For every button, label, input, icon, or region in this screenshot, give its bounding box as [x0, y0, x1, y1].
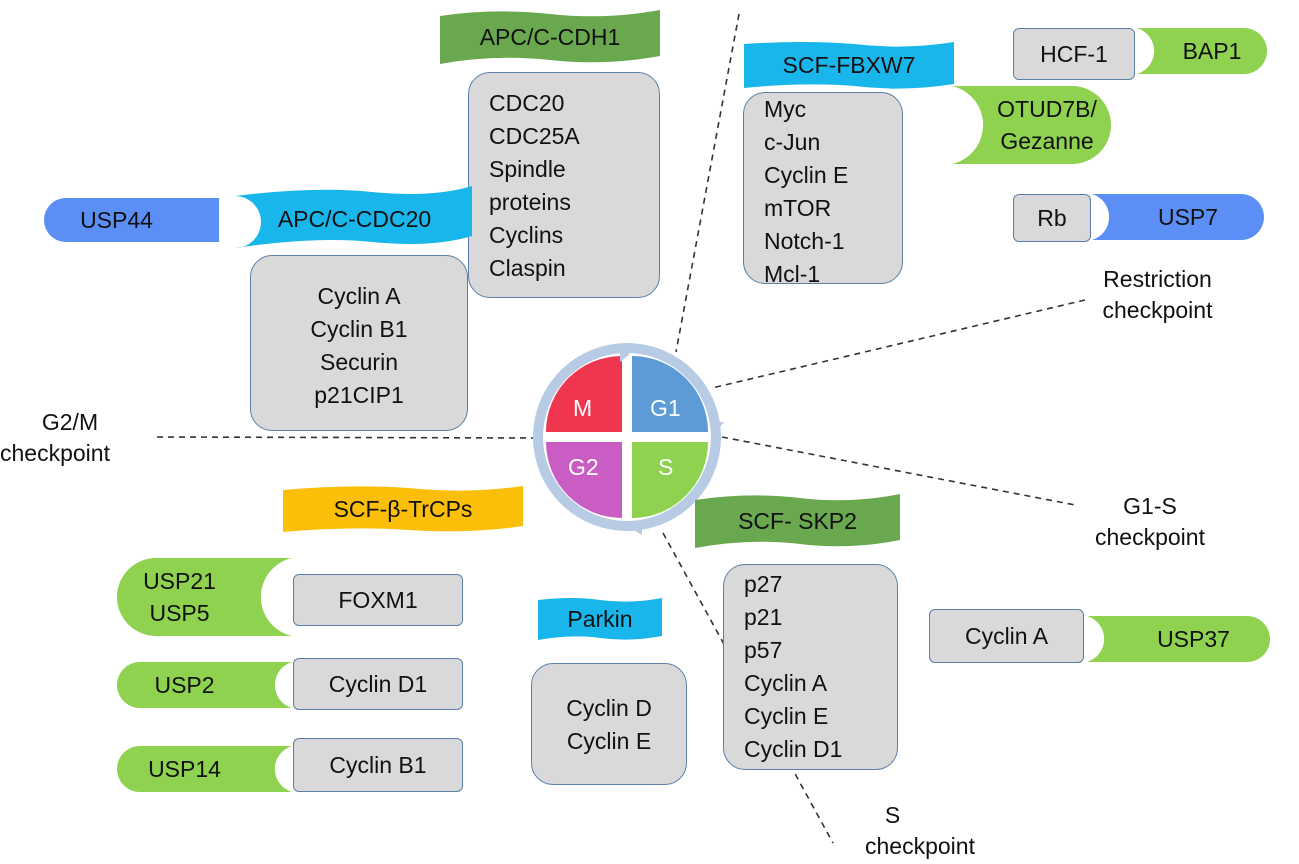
g2m-checkpoint-line [156, 436, 536, 439]
apc-cdh1-ligase-banner: APC/C-CDH1 [440, 8, 660, 66]
apc-cdc20-ligase-banner: APC/C-CDC20 [197, 186, 472, 252]
rb-substrate-box: Rb [1013, 194, 1091, 242]
apc-cdc20-substrate-box: Cyclin A Cyclin B1 Securin p21CIP1 [250, 255, 468, 431]
phase-m-label: M [573, 395, 593, 421]
g2m-checkpoint-label: G2/M checkpoint [0, 409, 110, 466]
apc-cdc20-label: APC/C-CDC20 [277, 205, 432, 232]
usp14-dub: USP14 [117, 746, 292, 792]
s-checkpoint-label: S checkpoint [865, 802, 975, 859]
g1s-checkpoint-line [721, 436, 1076, 506]
cyclin-b1-substrate-box: Cyclin B1 [293, 738, 463, 792]
phase-g1-segment [632, 356, 708, 432]
phase-m-segment [546, 356, 622, 432]
usp7-label: USP7 [1157, 203, 1219, 230]
apc-cdh1-label: APC/C-CDH1 [479, 23, 621, 50]
usp44-dub: USP44 [44, 198, 219, 242]
scf-btrcp-label: SCF-β-TrCPs [333, 495, 473, 522]
restriction-checkpoint-label: Restriction checkpoint [1102, 266, 1213, 323]
parkin-substrate-box: Cyclin D Cyclin E [531, 663, 687, 785]
scf-skp2-ligase-banner: SCF- SKP2 [695, 492, 900, 550]
otud7b-label: OTUD7B/ Gezanne [997, 96, 1097, 154]
usp37-dub: USP37 [1087, 616, 1270, 662]
usp7-dub: USP7 [1092, 194, 1264, 240]
phase-g2-label: G2 [568, 454, 599, 480]
cell-cycle-diagram: M G1 S G2 [530, 340, 725, 535]
bap1-dub: BAP1 [1137, 28, 1267, 74]
scf-skp2-label: SCF- SKP2 [738, 507, 857, 534]
hcf1-substrate-box: HCF-1 [1013, 28, 1135, 80]
g1s-checkpoint-label: G1-S checkpoint [1095, 493, 1205, 550]
apc-cdh1-substrate-box: CDC20 CDC25A Spindle proteins Cyclins Cl… [468, 72, 660, 298]
scf-btrcp-ligase-banner: SCF-β-TrCPs [283, 484, 523, 534]
usp21-usp5-label: USP21 USP5 [143, 568, 216, 626]
cell-cycle-wheel [533, 343, 724, 535]
phase-s-segment [632, 442, 708, 518]
foxm1-substrate-box: FOXM1 [293, 574, 463, 626]
scf-fbxw7-ligase-banner: SCF-FBXW7 [744, 40, 954, 90]
phase-g2-segment [546, 442, 622, 518]
phase-s-label: S [658, 454, 674, 480]
scf-fbxw7-substrate-box: Myc c-Jun Cyclin E mTOR Notch-1 Mcl-1 [743, 92, 903, 287]
cyclin-d1-substrate-box: Cyclin D1 [293, 658, 463, 710]
scf-fbxw7-label: SCF-FBXW7 [782, 51, 916, 78]
otud7b-dub: OTUD7B/ Gezanne [952, 86, 1112, 164]
parkin-label: Parkin [567, 605, 633, 632]
restriction-checkpoint-line [711, 299, 1086, 389]
scf-skp2-substrate-box: p27 p21 p57 Cyclin A Cyclin E Cyclin D1 [723, 564, 898, 770]
usp2-dub: USP2 [117, 662, 292, 708]
cyclin-a-substrate-box: Cyclin A [929, 609, 1084, 663]
usp14-label: USP14 [148, 755, 221, 782]
cdh1-fbxw7-divider-line [675, 13, 740, 353]
bap1-label: BAP1 [1182, 37, 1242, 64]
usp21-usp5-dub: USP21 USP5 [117, 558, 292, 636]
parkin-ligase-banner: Parkin [538, 596, 662, 642]
usp37-label: USP37 [1157, 625, 1230, 652]
usp2-label: USP2 [154, 671, 215, 698]
phase-g1-label: G1 [650, 395, 681, 421]
